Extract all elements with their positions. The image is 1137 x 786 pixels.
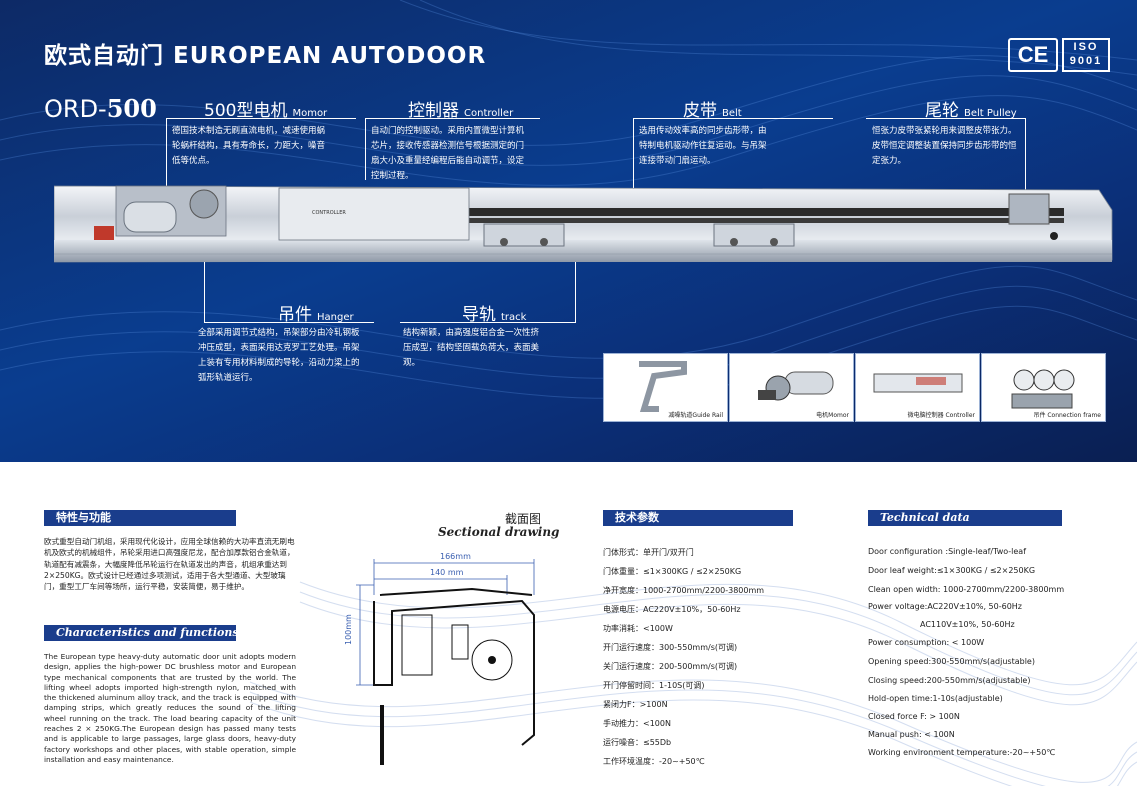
model-number: 500 [106,94,157,123]
spec-row: Clean open width: 1000-2700mm/2200-3800m… [868,585,1065,594]
hanger-title-en: Hanger [317,312,354,323]
track-title-en: track [501,312,527,323]
divider [400,322,576,323]
iso-number: 9001 [1069,55,1103,67]
sectional-drawing [356,559,535,765]
motor-title-en: Momor [292,108,328,119]
thumbnail-controller: 微电脑控制器 Controller [855,353,980,422]
dim-outer-width: 166mm [440,552,471,561]
spec-row: 门体重量：≤1×300KG / ≤2×250KG [603,567,742,576]
spec-row: 开门停留时间：1-10S(可调) [603,681,705,690]
controller-title-en: Controller [464,108,514,119]
divider [633,118,833,119]
spec-row: 净开宽度：1000-2700mm/2200-3800mm [603,586,765,595]
spec-row: 关门运行速度：200-500mm/s(可调) [603,662,738,671]
spec-row: Closed force F: > 100N [868,712,960,721]
rail-product-image: CONTROLLER [54,185,1113,263]
spec-row: Power consumption: < 100W [868,638,985,647]
thumbnail-motor: 电机Momor [729,353,854,422]
belt-desc: 选用传动效率高的同步齿形带，由特制电机驱动作往复运动。与吊架连接带动门扇运动。 [639,126,767,166]
motor-desc: 德国技术制造无刷直流电机，减速使用蜗轮蜗杆结构，具有寿命长，力距大，噪音低等优点… [172,126,326,166]
spec-row: 运行噪音：≤55Db [603,738,672,747]
spec-row: 电源电压：AC220V±10%，50-60Hz [603,605,741,614]
belt-title: 皮带 Belt [683,96,742,121]
thumbnail-caption: 微电脑控制器 Controller [907,412,975,419]
leader-line [204,262,205,322]
sectional-title-en: Sectional drawing [438,525,560,539]
track-desc: 结构新颖，由高强度铝合金一次性挤压成型，结构坚固载负荷大，表面美观。 [403,328,540,368]
hanger-desc: 全部采用调节式结构，吊架部分由冷轧钢板冲压成型，表面采用达克罗工艺处理。吊架上装… [198,328,360,383]
pulley-title-cn: 尾轮 [925,101,959,121]
spec-row: Closing speed:200-550mm/s(adjustable) [868,676,1031,685]
spec-row: Opening speed:300-550mm/s(adjustable) [868,657,1035,666]
thumbnail-guide-rail: 减噪轨道Guide Rail [603,353,728,422]
controller-label: CONTROLLER [312,210,346,216]
leader-line [633,118,634,198]
divider [365,118,540,119]
leader-line [365,118,366,180]
spec-row: AC110V±10%, 50-60Hz [920,620,1015,629]
thumbnail-caption: 电机Momor [816,412,849,419]
iso-badge: ISO 9001 [1062,38,1110,72]
tech-en-header: Technical data [868,510,1062,526]
divider [204,322,374,323]
spec-row: Power voltage:AC220V±10%, 50-60Hz [868,602,1023,611]
hanger-title-cn: 吊件 [278,305,312,325]
top-banner: 欧式自动门 EUROPEAN AUTODOOR CE ISO 9001 ORD-… [0,0,1137,462]
thumbnail-caption: 吊件 Connection frame [1033,412,1101,419]
model-prefix: ORD- [44,95,107,123]
leader-line [166,118,167,188]
belt-title-cn: 皮带 [683,101,717,121]
spec-row: 工作环境温度：-20~+50℃ [603,757,705,766]
pulley-title-en: Belt Pulley [964,108,1017,119]
leader-line [1025,118,1026,198]
characteristics-text-en: The European type heavy-duty automatic d… [44,652,296,764]
thumbnail-connection-frame: 吊件 Connection frame [981,353,1106,422]
dim-inner-width: 140 mm [430,568,464,577]
controller-title-cn: 控制器 [408,101,459,121]
page-title: 欧式自动门 EUROPEAN AUTODOOR [44,43,487,69]
spec-row: Door leaf weight:≤1×300KG / ≤2×250KG [868,566,1036,575]
spec-row: 开门运行速度：300-550mm/s(可调) [603,643,738,652]
motor-title-cn: 500型电机 [204,101,288,121]
pulley-desc: 恒张力皮带张紧轮用来调整皮带张力。皮带恒定调整装置保持同步齿形带的恒定张力。 [872,126,1017,166]
ce-mark-icon: CE [1008,38,1058,72]
thumbnail-caption: 减噪轨道Guide Rail [668,412,723,419]
spec-row: Door configuration :Single-leaf/Two-leaf [868,547,1027,556]
iso-label: ISO [1073,41,1099,53]
track-title: 导轨 track [462,300,526,325]
certification-badges: CE ISO 9001 [1008,38,1110,72]
controller-desc: 自动门的控制驱动。采用内置微型计算机芯片，接收传感器检测信号根据测定的门扇大小及… [371,126,525,181]
leader-line [575,262,576,322]
spec-row: Working environment temperature:-20~+50℃ [868,748,1056,757]
belt-title-en: Belt [722,108,742,119]
spec-row: 功率消耗：<100W [603,624,673,633]
pulley-title: 尾轮 Belt Pulley [925,96,1017,121]
divider [866,118,1026,119]
controller-title: 控制器 Controller [408,96,513,121]
characteristics-header: Characteristics and functions [44,625,239,641]
spec-row: Hold-open time:1-10s(adjustable) [868,694,1003,703]
motor-title: 500型电机 Momor [204,96,327,121]
component-thumbnails: 减噪轨道Guide Rail 电机Momor 微电脑控制器 Controller… [603,353,1107,422]
features-header: 特性与功能 [44,510,236,526]
spec-row: 紧闭力F：>100N [603,700,668,709]
tech-cn-header: 技术参数 [603,510,793,526]
wave-decoration [249,581,1137,786]
sectional-title-cn: 截面图 [505,512,542,526]
features-text-cn: 欧式重型自动门机组，采用现代化设计，应用全球信赖的大功率直流无刷电机及欧式的机械… [44,537,295,592]
spec-row: 门体形式：单开门/双开门 [603,548,694,557]
track-title-cn: 导轨 [462,305,496,325]
spec-row: 手动推力：<100N [603,719,671,728]
model-name: ORD-500 [44,94,157,123]
divider [166,118,356,119]
spec-row: Manual push: < 100N [868,730,955,739]
hanger-title: 吊件 Hanger [278,300,354,325]
